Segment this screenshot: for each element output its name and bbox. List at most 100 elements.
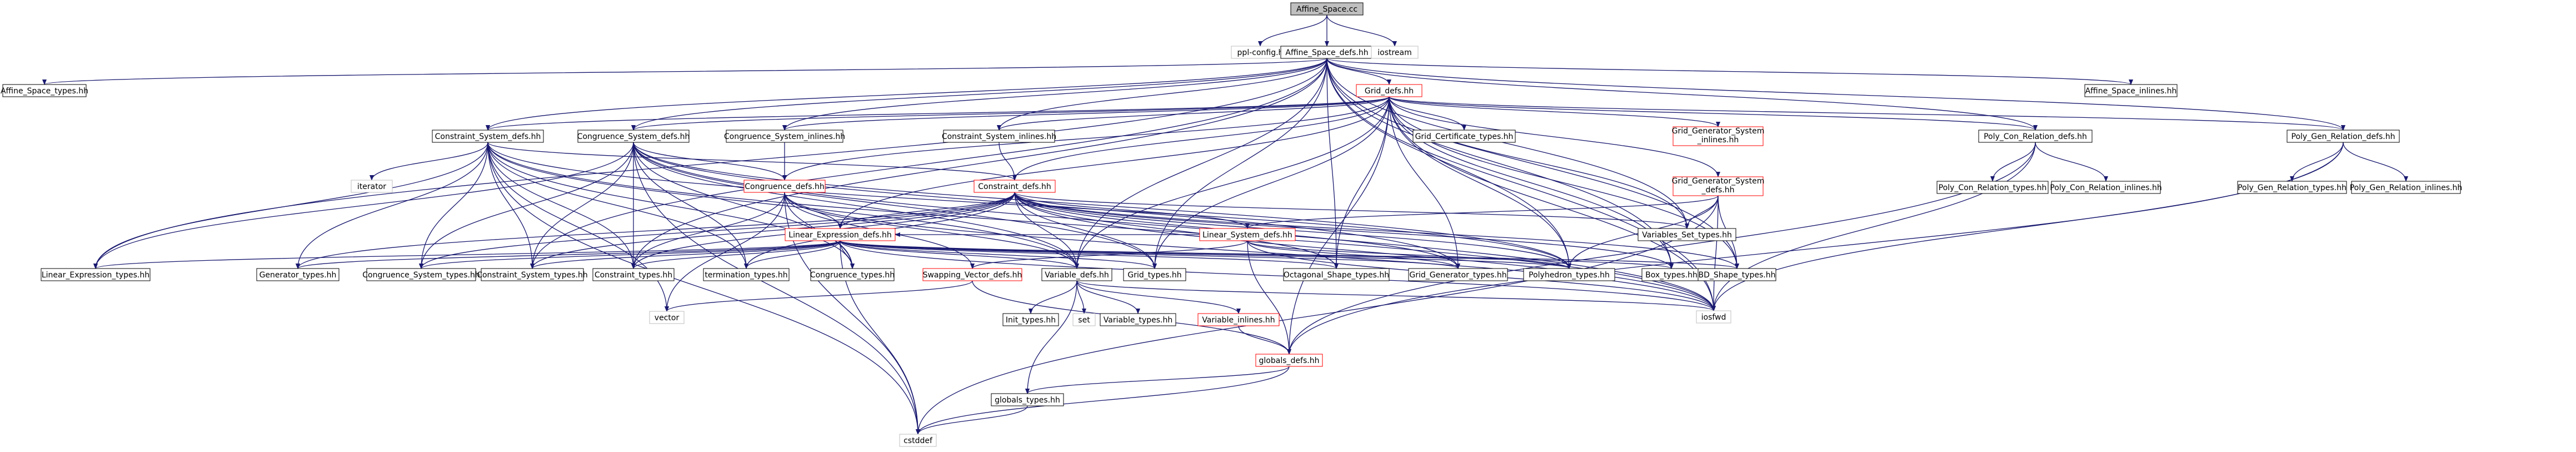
node-letypes[interactable]: Linear_Expression_types.hh <box>41 268 151 281</box>
edge-griddefs-to-ggsinl <box>1389 96 1720 127</box>
node-asinlines[interactable]: Affine_Space_inlines.hh <box>2084 84 2178 97</box>
node-globdefs[interactable]: globals_defs.hh <box>1255 354 1323 367</box>
edge-pgendefs-to-globdefs <box>1287 142 2344 355</box>
node-boxtypes[interactable]: Box_types.hh <box>1641 268 1701 281</box>
node-griddefs[interactable]: Grid_defs.hh <box>1356 84 1422 97</box>
node-label: Constraint_System_inlines.hh <box>942 132 1056 141</box>
node-box <box>1412 130 1516 143</box>
node-contypes[interactable]: Constraint_types.hh <box>592 268 675 281</box>
node-pgendefs[interactable]: Poly_Gen_Relation_defs.hh <box>2287 130 2400 143</box>
node-pgentypes[interactable]: Poly_Gen_Relation_types.hh <box>2237 181 2347 194</box>
node-box <box>1408 268 1508 281</box>
node-ggtypes[interactable]: Grid_Generator_types.hh <box>1408 268 1508 281</box>
node-pcondefs[interactable]: Poly_Con_Relation_defs.hh <box>1978 130 2093 143</box>
node-ledefs[interactable]: Linear_Expression_defs.hh <box>785 228 896 241</box>
node-cgsdefs[interactable]: Congruence_System_defs.hh <box>577 130 690 143</box>
node-box <box>2051 181 2161 194</box>
node-octtypes[interactable]: Octagonal_Shape_types.hh <box>1283 268 1390 281</box>
node-ggsinl[interactable]: Grid_Generator_System_inlines.hh <box>1672 126 1765 146</box>
node-swapdefs[interactable]: Swapping_Vector_defs.hh <box>922 268 1022 281</box>
node-box <box>1523 268 1615 281</box>
node-pconinl[interactable]: Poly_Con_Relation_inlines.hh <box>2050 181 2162 194</box>
node-label: Swapping_Vector_defs.hh <box>923 271 1022 280</box>
node-label: Poly_Con_Relation_types.hh <box>1939 183 2047 192</box>
edge-cgsdefs-to-cgdefs <box>633 142 787 181</box>
node-cstypes[interactable]: Constraint_System_types.hh <box>477 268 588 281</box>
node-box <box>592 268 675 281</box>
node-termtypes[interactable]: termination_types.hh <box>703 268 790 281</box>
edge-root-to-iostream <box>1326 14 1397 47</box>
node-pcontypes[interactable]: Poly_Con_Relation_types.hh <box>1936 181 2049 194</box>
node-inittypes[interactable]: Init_types.hh <box>1002 313 1059 326</box>
edge-griddefs-to-gridtypes <box>1152 96 1390 269</box>
node-label: termination_types.hh <box>705 271 787 280</box>
node-astypes[interactable]: Affine_Space_types.hh <box>1 84 88 97</box>
node-asdefs[interactable]: Affine_Space_defs.hh <box>1280 46 1374 59</box>
node-box <box>991 393 1064 406</box>
node-box <box>351 180 393 193</box>
edge-ledefs-to-iosfwd <box>840 240 1716 311</box>
node-polytypes[interactable]: Polyhedron_types.hh <box>1523 268 1615 281</box>
edge-ledefs-to-cgstypes <box>419 240 841 269</box>
node-csdefs[interactable]: Constraint_System_defs.hh <box>432 130 544 143</box>
edge-cgdefs-to-contypes <box>631 192 785 269</box>
node-box <box>1696 310 1731 324</box>
node-label: Constraint_defs.hh <box>978 182 1051 191</box>
node-lsdefs[interactable]: Linear_System_defs.hh <box>1199 228 1296 241</box>
node-label: Affine_Space_defs.hh <box>1285 48 1368 57</box>
edge-griddefs-to-cgsinl <box>782 96 1390 131</box>
node-label: Variable_inlines.hh <box>1202 316 1275 325</box>
node-set: set <box>1072 313 1096 326</box>
edge-asdefs-to-astypes <box>42 58 1327 85</box>
edge-griddefs-to-ledefs <box>838 96 1390 229</box>
node-gridcert[interactable]: Grid_Certificate_types.hh <box>1412 130 1516 143</box>
edge-asdefs-to-griddefs <box>1326 58 1391 85</box>
edge-condefs-to-cstypes <box>530 192 1015 269</box>
node-pgeninl[interactable]: Poly_Gen_Relation_inlines.hh <box>2350 181 2463 194</box>
node-box <box>1638 228 1736 241</box>
edge-csdefs-to-iterator <box>370 142 488 181</box>
node-cgstypes[interactable]: Congruence_System_types.hh <box>362 268 480 281</box>
edge-root-to-pplconfig <box>1258 14 1327 47</box>
edge-asdefs-to-gridtypes <box>1152 58 1327 269</box>
node-gridtypes[interactable]: Grid_types.hh <box>1123 268 1186 281</box>
edge-cgdefs-to-vector <box>665 192 785 312</box>
edge-pgendefs-to-pgeninl <box>2343 142 2408 182</box>
node-box <box>1072 313 1096 326</box>
node-gentypes[interactable]: Generator_types.hh <box>256 268 340 281</box>
edge-condefs-to-gridtypes <box>1014 192 1157 269</box>
node-vstypes[interactable]: Variables_Set_types.hh <box>1638 228 1736 241</box>
edge-csdefs-to-iosfwd <box>487 142 1716 311</box>
node-box <box>899 434 937 447</box>
node-varinl[interactable]: Variable_inlines.hh <box>1197 313 1280 326</box>
edge-ledefs-to-contypes <box>631 240 841 269</box>
node-box <box>1698 268 1776 281</box>
node-box <box>703 268 790 281</box>
edge-asdefs-to-iosfwd <box>1326 58 1716 311</box>
node-label: Affine_Space_types.hh <box>1 87 88 96</box>
node-label: Grid_defs.hh <box>1365 87 1414 96</box>
node-label: Init_types.hh <box>1006 316 1056 325</box>
edge-csdefs-to-cgtypes <box>487 142 855 269</box>
node-bdtypes[interactable]: BD_Shape_types.hh <box>1698 268 1776 281</box>
node-vartypes[interactable]: Variable_types.hh <box>1100 313 1176 326</box>
node-csinl[interactable]: Constraint_System_inlines.hh <box>942 130 1056 143</box>
node-cgtypes[interactable]: Congruence_types.hh <box>810 268 895 281</box>
node-condefs[interactable]: Constraint_defs.hh <box>974 180 1056 193</box>
node-cgsinl[interactable]: Congruence_System_inlines.hh <box>724 130 845 143</box>
node-label: Congruence_System_inlines.hh <box>724 132 845 141</box>
node-vardefs[interactable]: Variable_defs.hh <box>1041 268 1112 281</box>
edge-griddefs-to-cgsdefs <box>631 96 1390 131</box>
node-ggsdefs[interactable]: Grid_Generator_System_defs.hh <box>1672 176 1765 196</box>
edge-griddefs-to-cgdefs <box>782 96 1390 181</box>
edge-vardefs-to-vartypes <box>1076 280 1140 314</box>
node-label: Grid_types.hh <box>1127 271 1181 280</box>
edge-cgsdefs-to-cstypes <box>530 142 634 269</box>
node-box <box>1283 268 1390 281</box>
node-globtypes[interactable]: globals_types.hh <box>991 393 1064 406</box>
node-box <box>2084 84 2178 97</box>
node-cgdefs[interactable]: Congruence_defs.hh <box>743 180 826 193</box>
edge-condefs-to-bdtypes <box>1014 192 1739 269</box>
edge-swapdefs-to-vector <box>665 280 973 312</box>
node-box <box>943 130 1055 143</box>
